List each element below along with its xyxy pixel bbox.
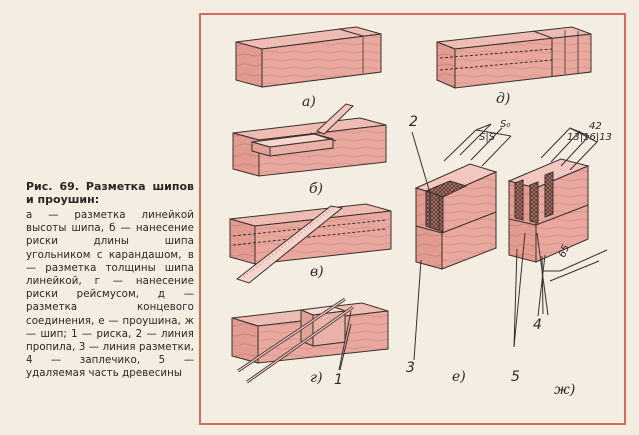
label-2: 2 [409,114,418,130]
label-b: б) [309,181,324,197]
label-1: 1 [334,372,343,388]
label-e: е) [452,369,466,385]
label-3: 3 [406,360,415,376]
figure-caption: Рис. 69. Разметка шипов и проушин: а — р… [26,180,194,381]
diagram-a [235,26,382,88]
label-5: 5 [511,369,520,385]
diagram-g [231,297,389,384]
dimension-zh-top: 42 [589,121,602,132]
leader-line-1 [339,323,352,371]
diagram-e [411,123,512,361]
dimension-zh-split: 13|16|13 [567,132,612,143]
label-zh: ж) [554,382,576,398]
diagram-b [232,103,387,177]
leader-line-4 [537,254,546,317]
dimension-e-split: S|S [479,132,496,143]
label-v: в) [310,264,324,280]
label-a: а) [302,94,316,110]
caption-title: Рис. 69. Разметка шипов и проушин: [26,180,194,206]
label-g: г) [310,370,323,386]
diagram-v [229,203,392,284]
caption-body: а — разметка линейкой высоты шипа, б — н… [26,210,194,380]
label-d: д) [496,91,511,107]
diagram-d [436,26,592,89]
diagram-zh [507,127,608,348]
dimension-e-top: S₀ [500,119,511,130]
label-4: 4 [533,317,542,333]
